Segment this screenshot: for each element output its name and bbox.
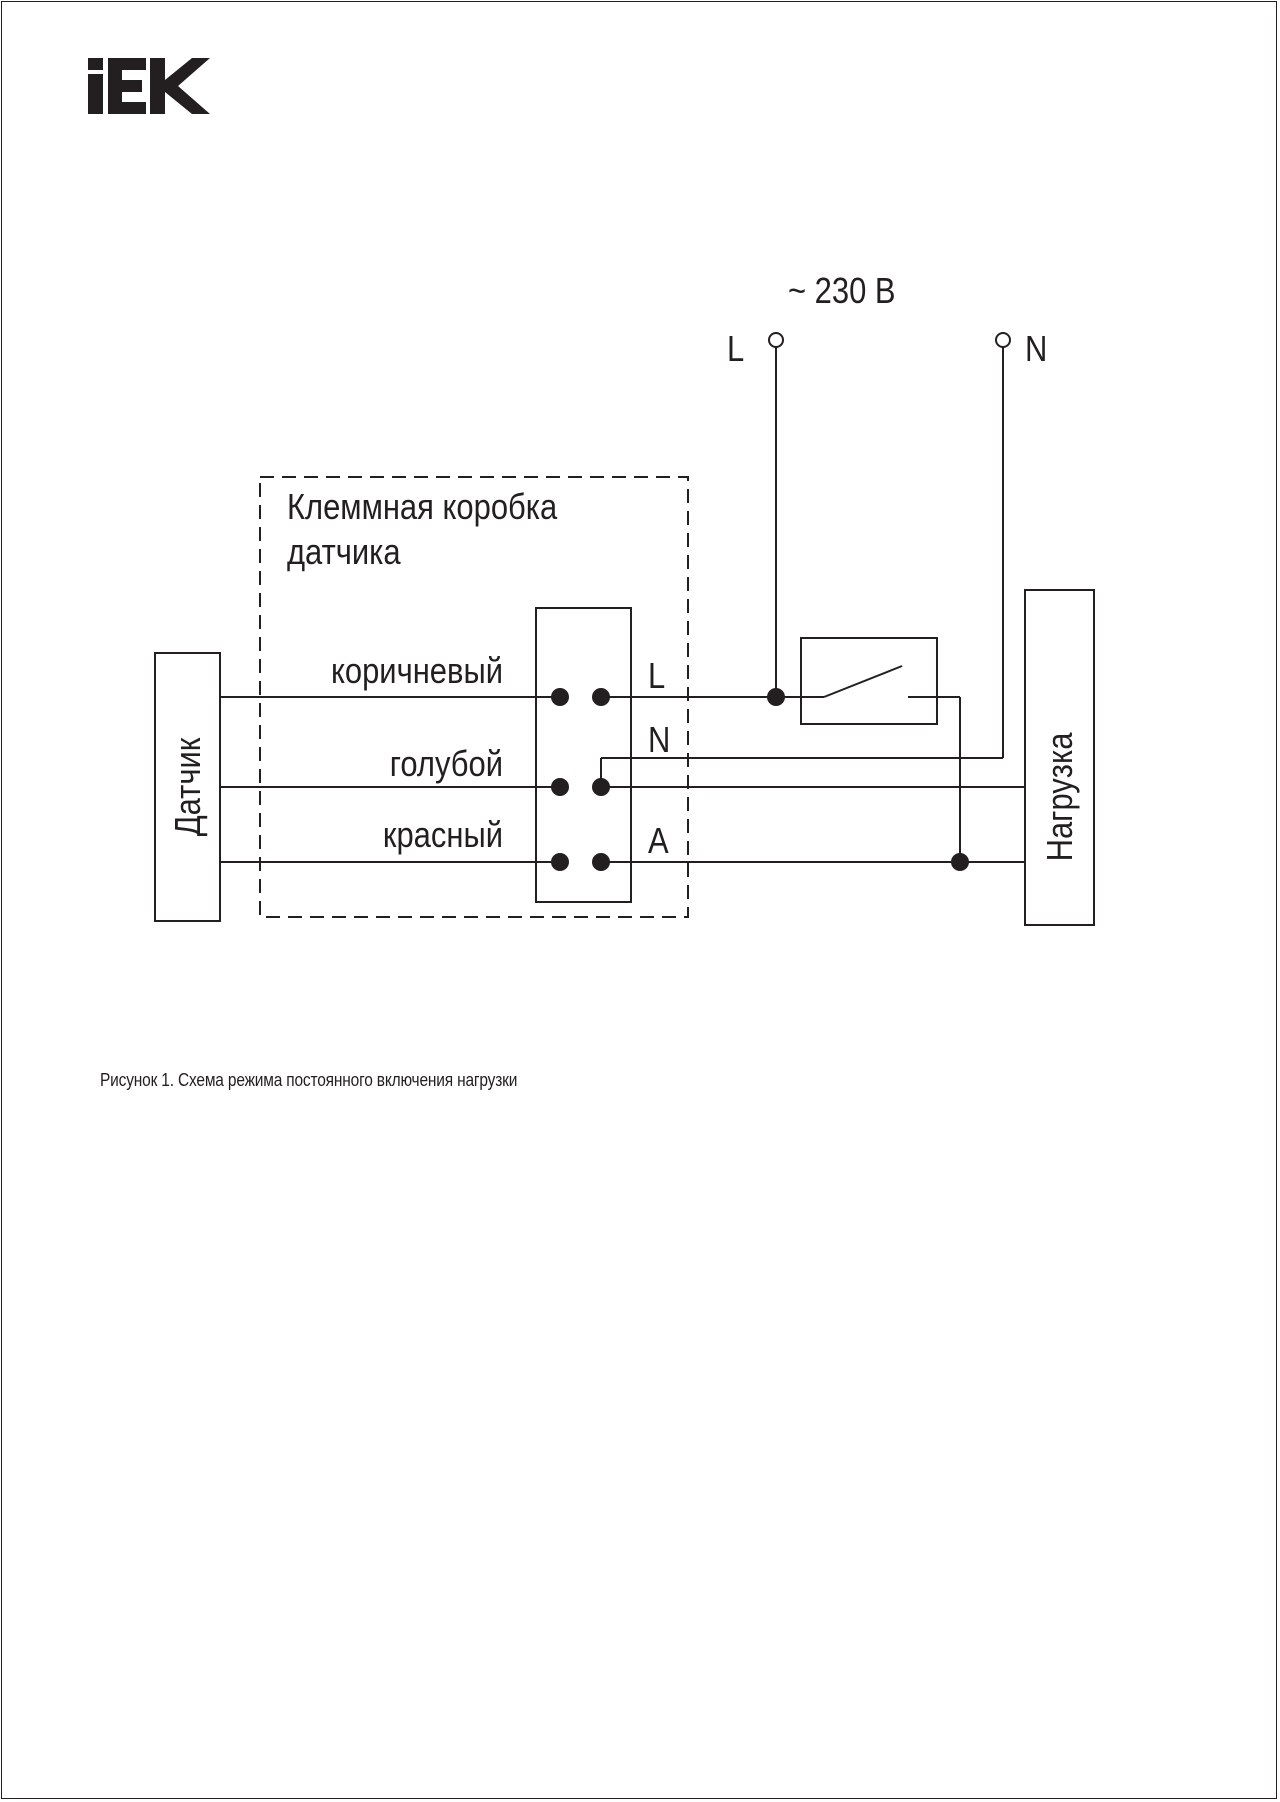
junction-box-title-line1: Клеммная коробка <box>287 488 558 528</box>
supply-l-label: L <box>727 330 744 370</box>
load-box <box>1024 589 1095 926</box>
terminal-block <box>535 607 632 903</box>
supply-voltage-label: ~ 230 В <box>788 272 896 312</box>
relay-contact <box>823 665 903 698</box>
iek-logo <box>88 58 210 114</box>
supply-n-terminal <box>995 332 1011 348</box>
sensor-label: Датчик <box>169 737 209 836</box>
figure-caption: Рисунок 1. Схема режима постоянного вклю… <box>100 1070 518 1090</box>
wire-label-brown: коричневый <box>331 652 503 692</box>
terminal-label-n: N <box>648 721 670 761</box>
terminal-label-l: L <box>648 657 665 697</box>
supply-l-terminal <box>768 332 784 348</box>
junction-box-title-line2: датчика <box>287 533 401 573</box>
supply-n-label: N <box>1025 330 1047 370</box>
relay-box <box>800 637 938 725</box>
wire-label-blue: голубой <box>390 745 503 785</box>
terminal-label-a: A <box>648 822 669 862</box>
wire-label-red: красный <box>383 816 503 856</box>
load-label: Нагрузка <box>1041 732 1081 861</box>
